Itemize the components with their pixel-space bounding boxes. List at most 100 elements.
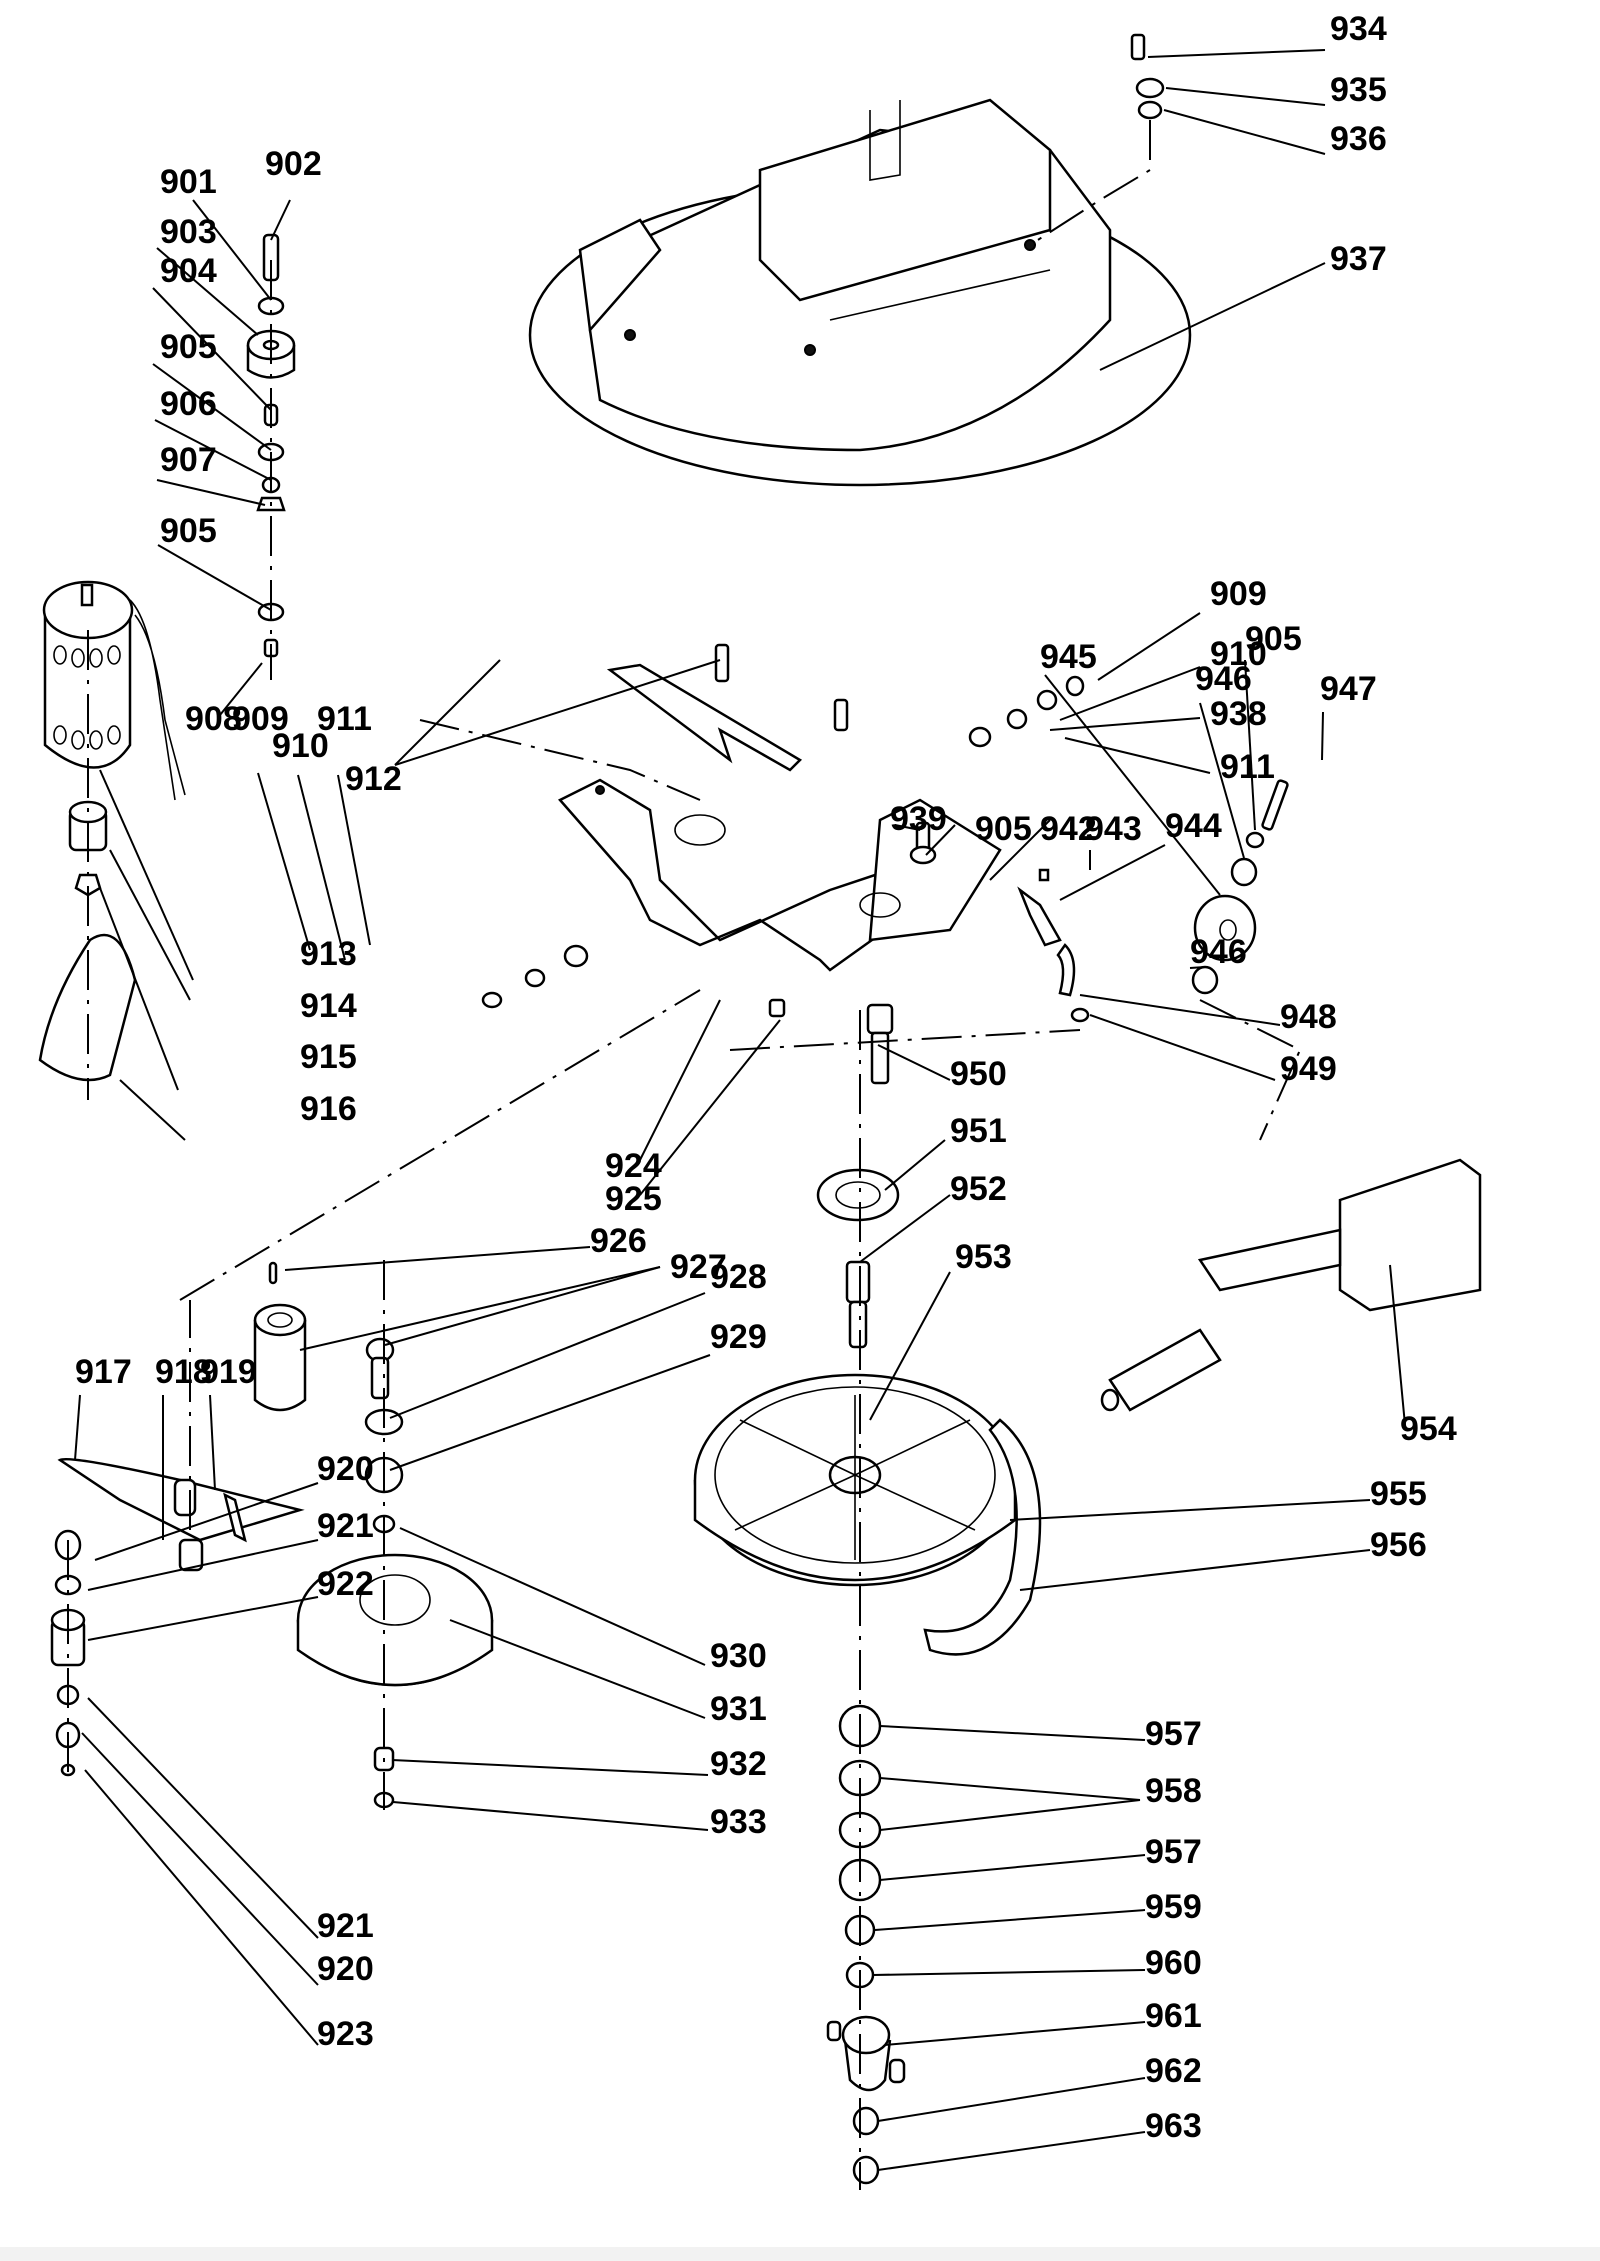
callout-label-924: 924 xyxy=(605,1147,662,1185)
callout-label-909b: 909 xyxy=(1210,575,1267,613)
callout-label-902: 902 xyxy=(265,145,322,183)
washer-905d xyxy=(1245,831,1265,849)
washer-936 xyxy=(1137,100,1163,120)
part-943 xyxy=(1038,868,1050,882)
leader-line-952 xyxy=(859,1194,951,1263)
leader-line-959 xyxy=(874,1909,1146,1931)
bushing-stack-909-911b xyxy=(968,675,1085,748)
shaft-927 xyxy=(365,1337,395,1400)
leader-line-907 xyxy=(156,479,266,506)
leader-line-912 xyxy=(394,659,501,766)
wheel-955 xyxy=(693,1373,1017,1587)
callout-label-917: 917 xyxy=(75,1353,132,1391)
callout-label-905c: 905 xyxy=(975,810,1032,848)
leader-line-920b xyxy=(81,1732,319,1986)
leader-line-904 xyxy=(152,287,272,411)
leader-line-933 xyxy=(392,1801,709,1831)
callout-label-954: 954 xyxy=(1400,1410,1457,1448)
leader-line-939 xyxy=(894,824,921,831)
callout-label-913: 913 xyxy=(300,935,357,973)
callout-label-962: 962 xyxy=(1145,2052,1202,2090)
callout-label-961: 961 xyxy=(1145,1997,1202,2035)
callout-label-912: 912 xyxy=(345,760,402,798)
leader-line-916 xyxy=(119,1079,186,1141)
leader-line-902 xyxy=(270,199,291,241)
leader-line-912-extra xyxy=(394,659,721,766)
callout-label-916: 916 xyxy=(300,1090,357,1128)
callout-label-957a: 957 xyxy=(1145,1715,1202,1753)
callout-label-951: 951 xyxy=(950,1112,1007,1150)
callout-label-901: 901 xyxy=(160,163,217,201)
leader-line-942 xyxy=(989,819,1051,881)
washer-949 xyxy=(1070,1007,1090,1023)
spring-919 xyxy=(223,1492,247,1543)
leader-line-905d xyxy=(1244,659,1256,831)
callout-label-947: 947 xyxy=(1320,670,1377,708)
bushing-stack-909-911 xyxy=(481,944,589,1009)
callout-label-908: 908 xyxy=(185,700,242,738)
leader-line-932 xyxy=(391,1759,709,1776)
leader-line-911b xyxy=(1064,737,1211,774)
leader-line-945 xyxy=(1044,674,1221,896)
callout-label-949: 949 xyxy=(1280,1050,1337,1088)
leader-line-905c xyxy=(925,824,956,856)
gear-931 xyxy=(296,1553,494,1687)
leader-line-937 xyxy=(1099,262,1326,371)
mounting-plate xyxy=(557,663,1002,972)
leader-line-947 xyxy=(1321,711,1324,761)
leader-line-910b xyxy=(1059,666,1201,721)
leader-line-934 xyxy=(1147,49,1326,58)
callout-label-935: 935 xyxy=(1330,71,1387,109)
callout-label-911b: 911 xyxy=(1220,748,1275,786)
leader-line-929 xyxy=(389,1354,711,1471)
callout-label-914: 914 xyxy=(300,987,357,1025)
leader-line-935 xyxy=(1165,87,1326,106)
leader-line-921a xyxy=(87,1539,319,1591)
callout-label-920a: 920 xyxy=(317,1450,374,1488)
callout-label-926: 926 xyxy=(590,1222,647,1260)
callout-label-934: 934 xyxy=(1330,10,1387,48)
callout-label-958: 958 xyxy=(1145,1772,1202,1810)
leader-line-955 xyxy=(1009,1499,1371,1521)
handle-954 xyxy=(1100,1158,1482,1412)
pivot-917 xyxy=(173,1478,197,1517)
callout-label-928: 928 xyxy=(710,1258,767,1296)
motor-913 xyxy=(42,580,186,801)
leader-line-951 xyxy=(884,1139,946,1191)
leader-line-908 xyxy=(219,662,263,716)
callout-label-919: 919 xyxy=(200,1353,257,1391)
leader-line-958 xyxy=(879,1777,1141,1801)
leader-line-950 xyxy=(877,1044,951,1081)
leader-line-954 xyxy=(1389,1264,1406,1426)
leader-line-960 xyxy=(872,1969,1146,1976)
callout-label-904: 904 xyxy=(160,252,217,290)
bolt-912b xyxy=(833,698,849,732)
callout-label-932: 932 xyxy=(710,1745,767,1783)
callout-label-929: 929 xyxy=(710,1318,767,1356)
callout-label-959: 959 xyxy=(1145,1888,1202,1926)
leader-line-921b xyxy=(87,1697,319,1939)
leader-line-949 xyxy=(1089,1014,1276,1081)
callout-label-957b: 957 xyxy=(1145,1833,1202,1871)
callout-label-936: 936 xyxy=(1330,120,1387,158)
callout-label-910a: 910 xyxy=(272,727,329,765)
leader-lines xyxy=(74,49,1406,2171)
roller-945 xyxy=(1193,894,1257,962)
cap-963 xyxy=(852,2155,880,2185)
callout-label-946a: 946 xyxy=(1195,660,1252,698)
callout-label-942: 942 xyxy=(1040,810,1097,848)
leader-line-953 xyxy=(869,1271,951,1421)
bolt-912 xyxy=(714,643,730,683)
leader-line-920a xyxy=(94,1482,319,1561)
callout-label-956: 956 xyxy=(1370,1526,1427,1564)
callout-label-963: 963 xyxy=(1145,2107,1202,2145)
callout-label-909a: 909 xyxy=(232,700,289,738)
leader-line-958-extra xyxy=(879,1799,1141,1831)
hub-961 xyxy=(826,2015,906,2092)
washer-935 xyxy=(1135,77,1165,99)
callout-label-953: 953 xyxy=(955,1238,1012,1276)
callout-label-920b: 920 xyxy=(317,1950,374,1988)
callout-label-937: 937 xyxy=(1330,240,1387,278)
callout-label-946b: 946 xyxy=(1190,933,1247,971)
